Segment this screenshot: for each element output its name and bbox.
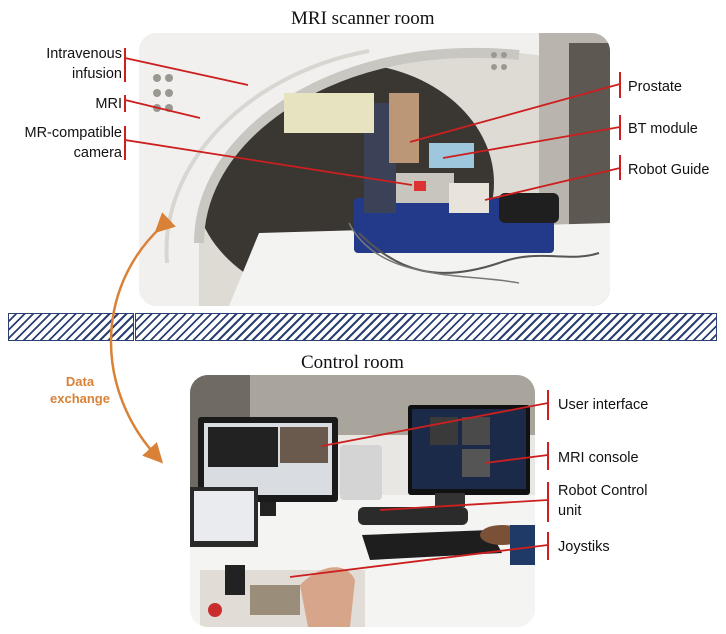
scanner-room-title: MRI scanner room [291, 8, 435, 29]
robot-guide-label: Robot Guide [628, 162, 710, 178]
leader-joystiks [289, 544, 549, 578]
mr-compatible-camera-label: MR-compatible camera [24, 125, 123, 161]
joystiks-label: Joystiks [558, 539, 610, 555]
bt-module-label: BT module [628, 121, 698, 137]
leader-mri [124, 99, 201, 119]
intravenous-infusion-label: Intravenous infusion [46, 46, 122, 82]
mri-label: MRI [95, 96, 122, 112]
leader-bt-module [442, 126, 621, 159]
leader-robot-guide [484, 167, 621, 201]
user-interface-label: User interface [558, 397, 649, 413]
data-exchange-arrow [109, 212, 176, 464]
leader-camera [124, 139, 413, 186]
right-leader-lines [289, 83, 621, 578]
prostate-label: Prostate [628, 79, 682, 95]
leader-robot-control [379, 499, 549, 511]
leader-user-interface [321, 402, 549, 447]
mri-console-label: MRI console [558, 450, 639, 466]
right-brackets [547, 72, 621, 560]
leader-mri-console [484, 454, 549, 464]
robot-control-unit-label: Robot Control unit [558, 483, 648, 519]
left-leader-lines [124, 57, 413, 186]
wall-right-section [135, 313, 717, 341]
leader-intravenous [124, 57, 249, 86]
control-room-title: Control room [301, 352, 404, 373]
leader-prostate [409, 83, 621, 143]
data-exchange-label: Data exchange [50, 374, 110, 406]
